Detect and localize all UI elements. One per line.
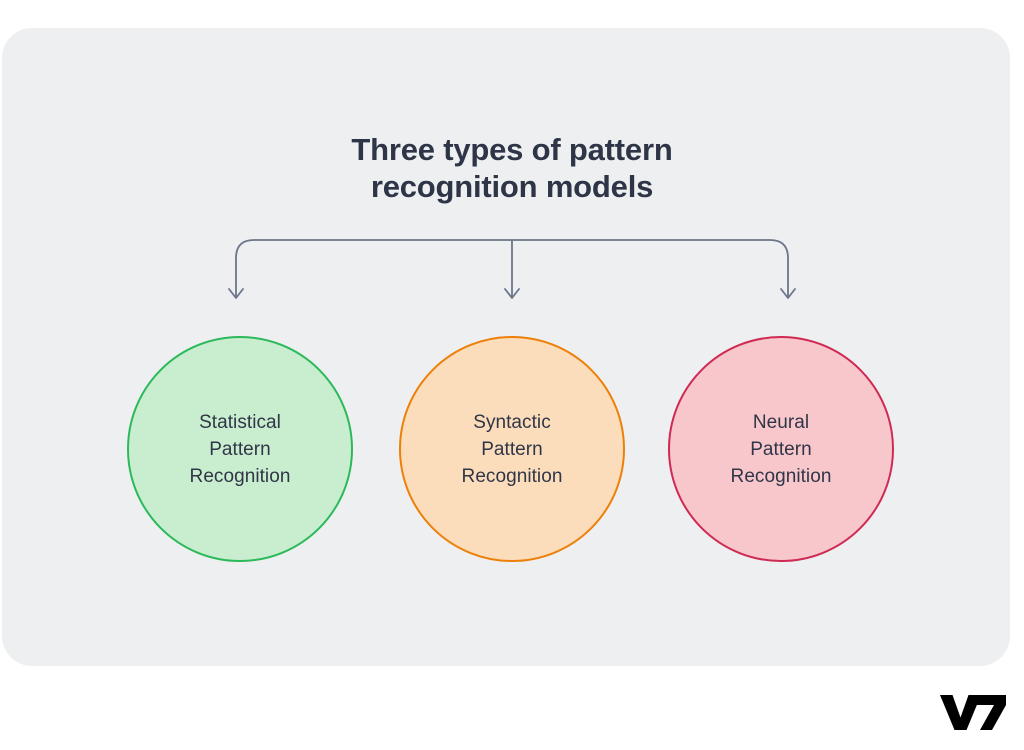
diagram-title: Three types of pattern recognition model… (351, 132, 673, 204)
node-label: Statistical Pattern Recognition (189, 411, 291, 487)
v7-logo (940, 692, 1006, 732)
node-syntactic-pattern-recognition[interactable]: Syntactic Pattern Recognition (399, 336, 625, 562)
v7-logo-mark (940, 695, 1006, 730)
node-label: Syntactic Pattern Recognition (461, 411, 563, 487)
node-statistical-pattern-recognition[interactable]: Statistical Pattern Recognition (127, 336, 353, 562)
node-neural-pattern-recognition[interactable]: Neural Pattern Recognition (668, 336, 894, 562)
node-label: Neural Pattern Recognition (730, 411, 832, 487)
